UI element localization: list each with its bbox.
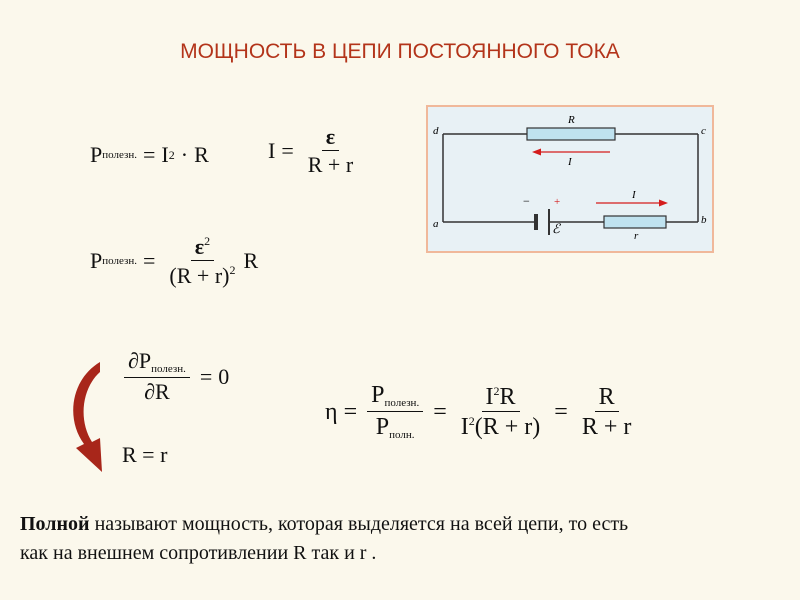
ohm-fraction: ε R + r [307,124,354,177]
curved-arrow-icon [73,362,102,472]
emf-fraction: ε2 (R + r)2 [169,234,236,288]
resistor-r [603,215,667,229]
efficiency-fraction-1: Pполезн. Pполн. [367,383,424,441]
efficiency-fraction-3: R R + r [581,384,632,440]
useful-sub: полезн. [102,148,137,161]
page-title: МОЩНОСТЬ В ЦЕПИ ПОСТОЯННОГО ТОКА [180,40,620,63]
node-c: c [701,125,706,137]
resistor-R [526,127,616,141]
label-I-top: I [567,156,573,168]
definition-bold-word: Полной [20,513,90,535]
ohm-law-formula: I = ε R + r [268,126,361,176]
label-r: r [634,230,639,242]
label-minus: − [523,194,530,208]
derivative-formula: ∂Pполезн. ∂R = 0 [120,350,229,403]
circuit-svg: d c a b R I I r ℰ − + [433,114,707,242]
circuit-diagram: d c a b R I I r ℰ − + [426,105,714,253]
current-arrowhead-bottom [659,199,668,207]
label-plus: + [554,196,560,208]
definition-text: Полной называют мощность, которая выделя… [20,513,629,564]
current-arrowhead-top [532,148,541,156]
node-b: b [701,214,707,226]
efficiency-formula: η = Pполезн. Pполн. = I2R I2(R + r) = R … [325,383,639,441]
node-a: a [433,218,439,230]
node-d: d [433,125,439,137]
label-emf: ℰ [552,221,561,236]
label-R: R [567,114,575,126]
efficiency-fraction-2: I2R I2(R + r) [460,384,541,440]
label-I-bottom: I [631,189,637,201]
r-equals-r: R = r [122,442,168,467]
derivative-fraction: ∂Pполезн. ∂R [124,350,190,403]
eta-symbol: η [325,399,338,425]
